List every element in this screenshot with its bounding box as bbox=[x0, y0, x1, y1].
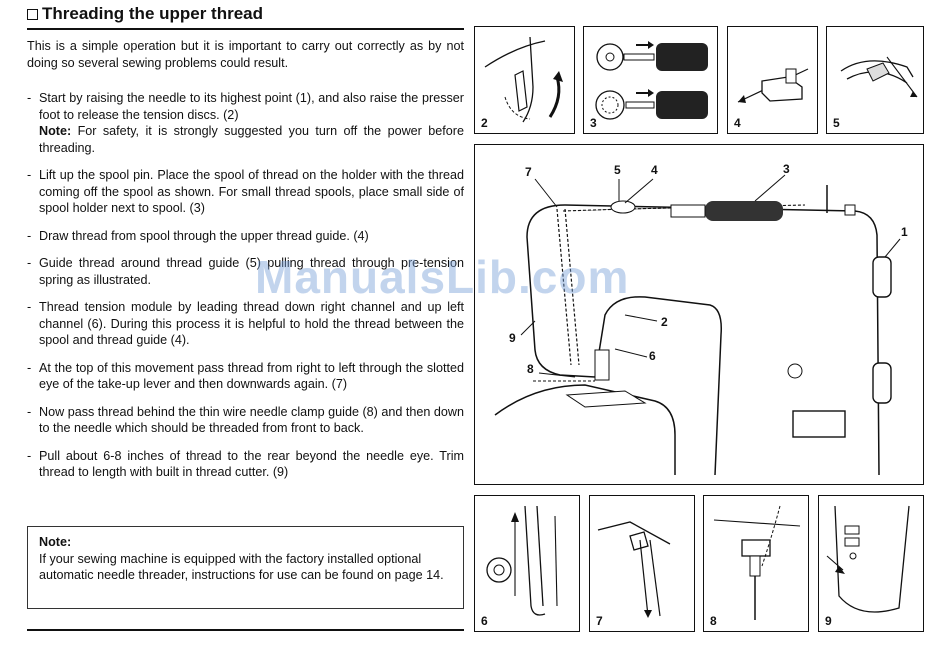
figure-panel-2: 2 bbox=[474, 26, 575, 134]
bullet-dash: - bbox=[27, 300, 32, 314]
bottom-rule bbox=[27, 629, 464, 631]
intro-paragraph: This is a simple operation but it is imp… bbox=[27, 39, 464, 70]
step-text: Draw thread from spool through the upper… bbox=[39, 228, 369, 243]
needle-clamp-guide-illustration bbox=[713, 505, 801, 620]
thread-guide-illustration bbox=[737, 68, 809, 103]
figure-panel-8: 8 bbox=[703, 495, 809, 632]
step-text: Start by raising the needle to its highe… bbox=[39, 91, 464, 122]
callout-6: 6 bbox=[649, 349, 656, 363]
step-note-text: For safety, it is strongly suggested you… bbox=[39, 124, 464, 155]
figure-panel-9: 9 bbox=[818, 495, 924, 632]
panel-number: 6 bbox=[481, 614, 488, 628]
step-3: - Draw thread from spool through the upp… bbox=[27, 228, 464, 245]
thread-cutter-illustration bbox=[826, 505, 910, 613]
presser-lever-illustration bbox=[484, 36, 563, 123]
bullet-dash: - bbox=[27, 256, 32, 270]
step-6: - At the top of this movement pass threa… bbox=[27, 360, 464, 393]
figure-panel-5: 5 bbox=[826, 26, 924, 134]
bullet-dash: - bbox=[27, 360, 32, 375]
note-text: If your sewing machine is equipped with … bbox=[39, 551, 444, 583]
watermark: ManualsLib.com bbox=[255, 251, 630, 303]
machine-overview-panel: 7 5 4 3 1 2 9 6 8 bbox=[474, 144, 924, 485]
checkbox-icon bbox=[27, 8, 38, 20]
figure-panel-3: 3 bbox=[583, 26, 718, 134]
spool-holder-illustration bbox=[595, 41, 708, 120]
pretension-spring-illustration bbox=[840, 56, 918, 98]
steps-list: - Start by raising the needle to its hig… bbox=[27, 90, 464, 492]
callout-2: 2 bbox=[661, 315, 668, 329]
panel-number: 5 bbox=[833, 116, 840, 130]
panel-number: 9 bbox=[825, 614, 832, 628]
note-box: Note: If your sewing machine is equipped… bbox=[27, 526, 464, 609]
bullet-dash: - bbox=[27, 448, 32, 463]
step-5: - Thread tension module by leading threa… bbox=[27, 299, 464, 349]
figure-panel-6: 6 bbox=[474, 495, 580, 632]
bullet-dash: - bbox=[27, 91, 32, 105]
panel-number: 7 bbox=[596, 614, 603, 628]
step-text: At the top of this movement pass thread … bbox=[39, 360, 464, 392]
sewing-machine-illustration bbox=[494, 174, 901, 476]
tension-channel-illustration bbox=[486, 505, 558, 616]
callout-1: 1 bbox=[901, 225, 908, 239]
callout-7: 7 bbox=[525, 165, 532, 179]
callout-8: 8 bbox=[527, 362, 534, 376]
callout-5: 5 bbox=[614, 163, 621, 177]
bullet-dash: - bbox=[27, 228, 32, 243]
step-text: Now pass thread behind the thin wire nee… bbox=[39, 404, 464, 436]
figure-panel-7: 7 bbox=[589, 495, 695, 632]
callout-4: 4 bbox=[651, 163, 658, 177]
panel-number: 3 bbox=[590, 116, 597, 130]
step-4: - Guide thread around thread guide (5) p… bbox=[27, 255, 464, 288]
panel-number: 4 bbox=[734, 116, 741, 130]
step-text: Lift up the spool pin. Place the spool o… bbox=[39, 168, 464, 215]
panel-number: 8 bbox=[710, 614, 717, 628]
top-rule bbox=[27, 28, 464, 30]
step-2: - Lift up the spool pin. Place the spool… bbox=[27, 167, 464, 217]
take-up-lever-illustration bbox=[597, 521, 671, 618]
step-note-label: Note: bbox=[39, 124, 72, 138]
step-1: - Start by raising the needle to its hig… bbox=[27, 90, 464, 156]
bullet-dash: - bbox=[27, 168, 32, 182]
step-text: Pull about 6-8 inches of thread to the r… bbox=[39, 448, 464, 480]
panel-number: 2 bbox=[481, 116, 488, 130]
step-7: - Now pass thread behind the thin wire n… bbox=[27, 404, 464, 437]
step-text: Thread tension module by leading thread … bbox=[39, 300, 464, 347]
step-text: Guide thread around thread guide (5) pul… bbox=[39, 256, 464, 287]
title-text: Threading the upper thread bbox=[42, 4, 264, 23]
callout-9: 9 bbox=[509, 331, 516, 345]
callout-3: 3 bbox=[783, 162, 790, 176]
note-heading: Note: bbox=[39, 535, 72, 549]
bullet-dash: - bbox=[27, 404, 32, 419]
step-8: - Pull about 6-8 inches of thread to the… bbox=[27, 448, 464, 481]
figure-panel-4: 4 bbox=[727, 26, 818, 134]
page-title: Threading the upper thread bbox=[27, 4, 263, 24]
